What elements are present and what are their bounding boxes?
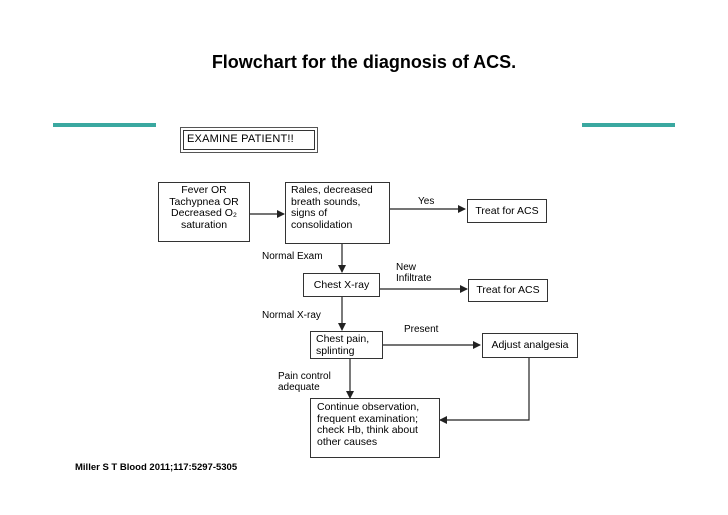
label-present: Present [404, 324, 439, 335]
citation: Miller S T Blood 2011;117:5297-5305 [75, 462, 238, 473]
observation-line-2: frequent examination; [317, 412, 418, 425]
findings-line-2: breath sounds, [291, 195, 361, 208]
chest-pain-box: Chest pain, splinting [310, 331, 383, 359]
slide-title: Flowchart for the diagnosis of ACS. [211, 52, 517, 72]
adjust-analgesia-box: Adjust analgesia [482, 333, 578, 358]
findings-line-3: signs of [291, 207, 328, 219]
label-new-infiltrate-line-2: Infiltrate [396, 273, 432, 284]
treat-acs-box-1: Treat for ACS [467, 199, 547, 223]
label-pain-control: Pain control adequate [278, 371, 331, 393]
label-new-infiltrate: New Infiltrate [396, 262, 432, 284]
findings-line-4: consolidation [291, 218, 353, 231]
continue-observation-box: Continue observation, frequent examinati… [310, 398, 440, 458]
symptoms-line-3: Decreased O₂ [171, 207, 237, 219]
label-normal-exam: Normal Exam [262, 251, 323, 262]
observation-line-1: Continue observation, [317, 401, 420, 413]
chest-xray-label: Chest X-ray [313, 279, 370, 291]
label-yes: Yes [418, 196, 435, 207]
chest-pain-line-1: Chest pain, [316, 333, 370, 345]
accent-rule-right [582, 123, 675, 127]
symptoms-line-1: Fever OR [181, 184, 227, 196]
symptoms-line-2: Tachypnea OR [169, 195, 239, 208]
examine-patient-box: EXAMINE PATIENT!! [180, 127, 318, 153]
exam-findings-box: Rales, decreased breath sounds, signs of… [285, 182, 390, 244]
treat-acs-label-2: Treat for ACS [476, 284, 540, 296]
findings-line-1: Rales, decreased [291, 184, 373, 196]
observation-line-4: other causes [317, 435, 378, 448]
label-new-infiltrate-line-1: New [396, 262, 417, 273]
treat-acs-label-1: Treat for ACS [475, 205, 539, 217]
symptoms-box: Fever OR Tachypnea OR Decreased O₂ satur… [158, 182, 250, 242]
label-pain-control-line-2: adequate [278, 382, 320, 393]
arrow-analgesia-to-observation [439, 358, 530, 424]
accent-rule-left [53, 123, 156, 127]
label-normal-xray: Normal X-ray [262, 310, 321, 321]
label-pain-control-line-1: Pain control [278, 371, 331, 382]
chest-pain-line-2: splinting [316, 344, 355, 357]
observation-line-3: check Hb, think about [317, 424, 418, 436]
chest-xray-box: Chest X-ray [303, 273, 380, 297]
treat-acs-box-2: Treat for ACS [468, 279, 548, 302]
adjust-analgesia-label: Adjust analgesia [491, 339, 569, 351]
symptoms-line-4: saturation [180, 218, 228, 231]
examine-patient-label: EXAMINE PATIENT!! [183, 130, 315, 150]
